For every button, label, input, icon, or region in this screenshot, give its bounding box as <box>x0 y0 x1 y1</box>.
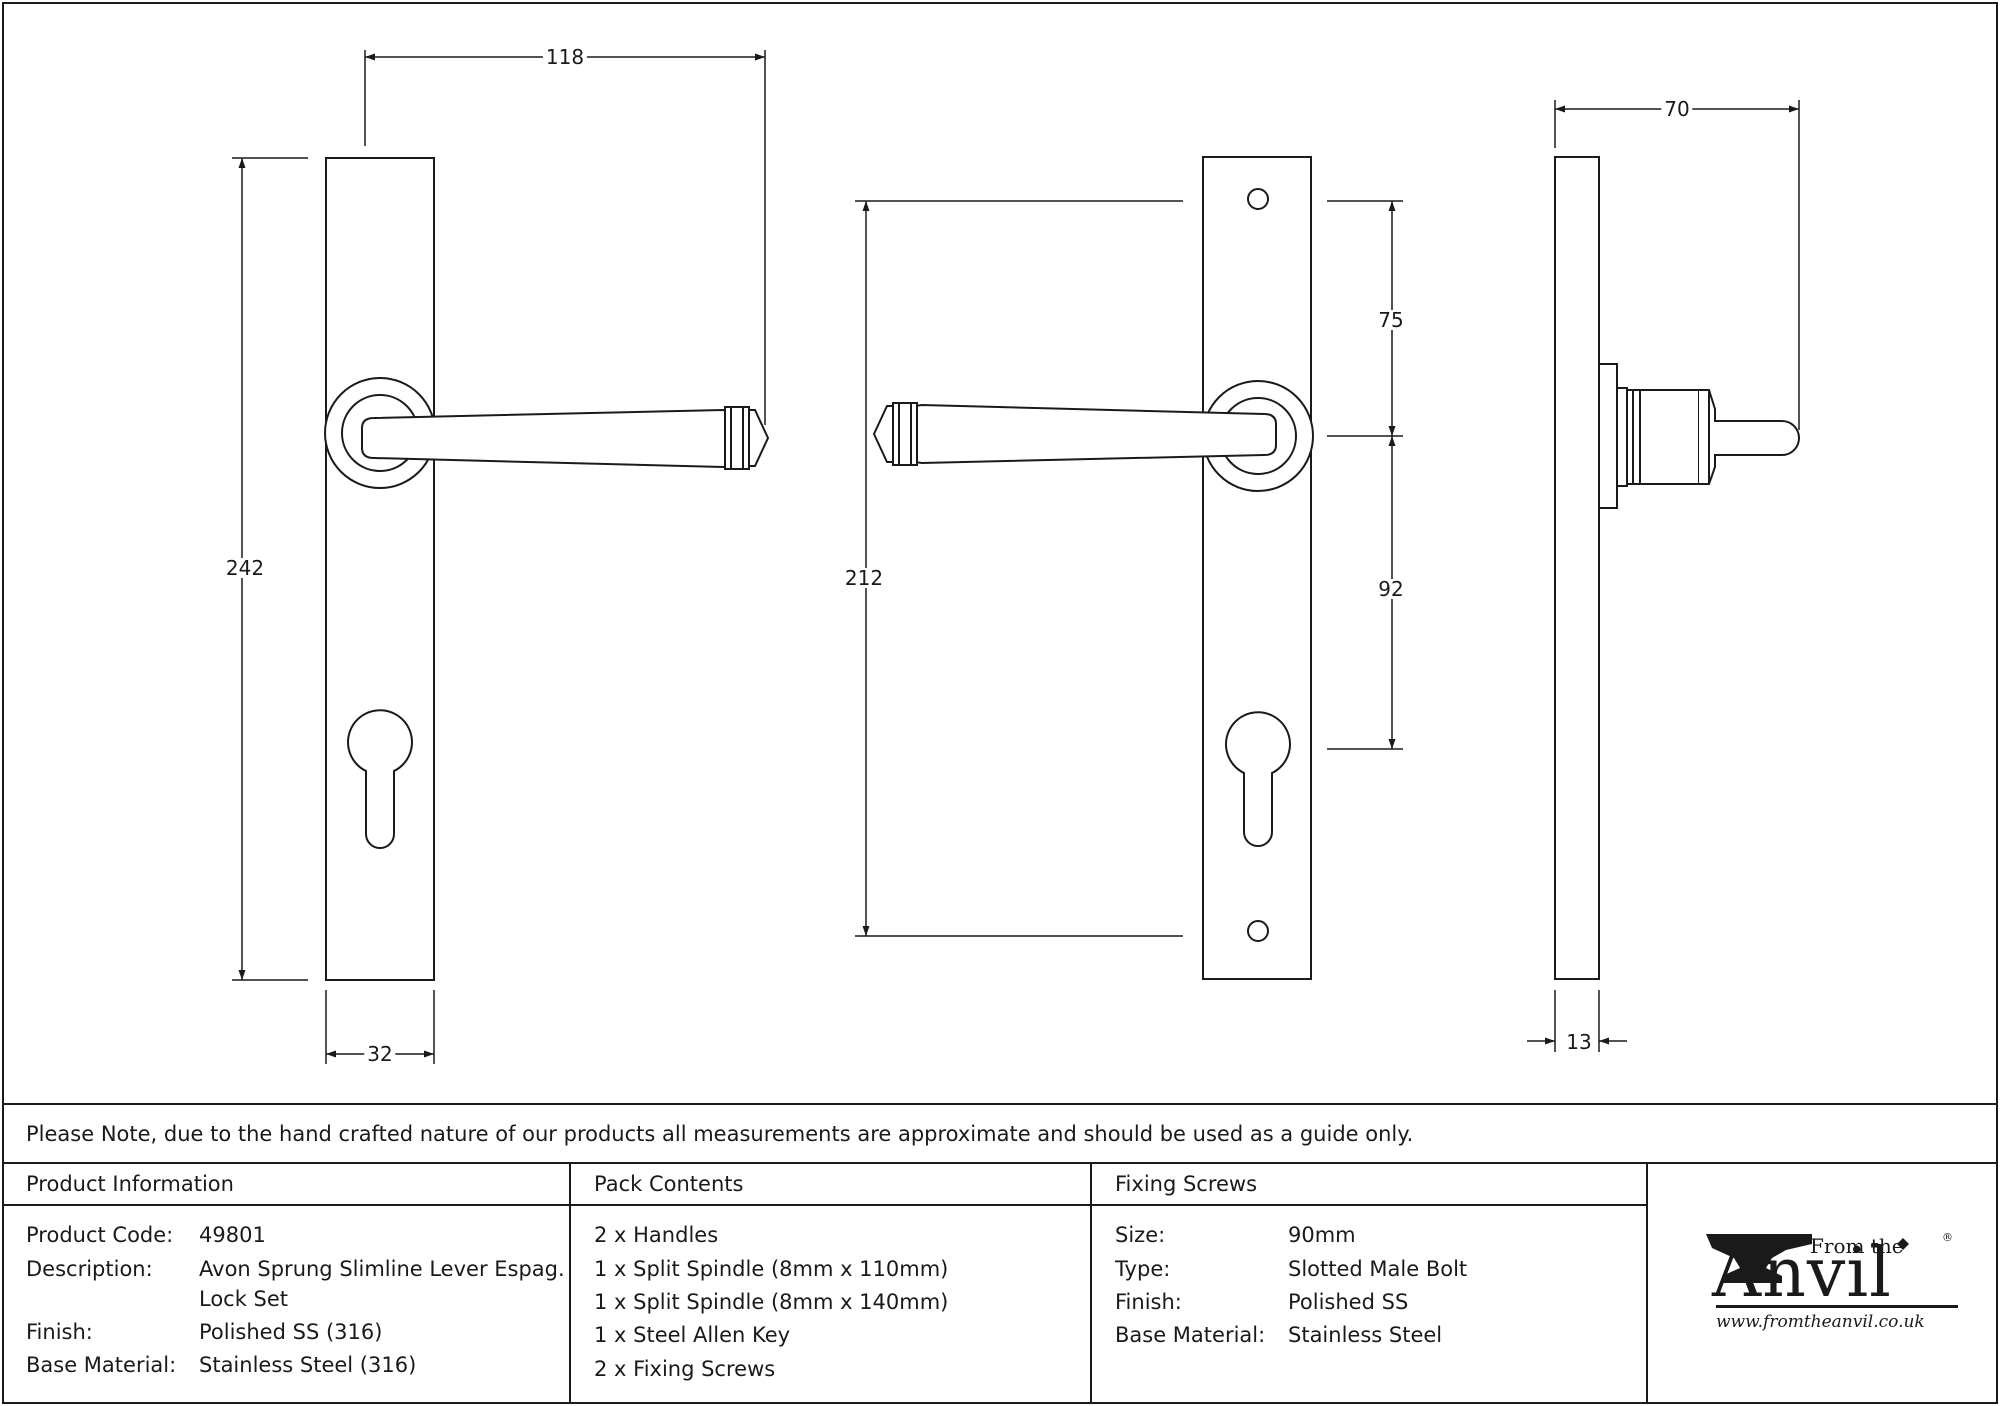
product-info-heading: Product Information <box>26 1172 234 1196</box>
product-code-label: Product Code: <box>26 1223 174 1247</box>
logo-registered-mark: ® <box>1942 1231 1953 1244</box>
lever-side <box>1699 389 1800 485</box>
screw-finish-label: Finish: <box>1115 1290 1182 1314</box>
front-view-left <box>324 157 770 981</box>
dim-label-13: 13 <box>1563 1032 1595 1052</box>
finish-value: Polished SS (316) <box>199 1320 383 1344</box>
collar-side <box>1616 387 1628 487</box>
fixing-screws-heading: Fixing Screws <box>1115 1172 1258 1196</box>
backplate-left <box>325 157 435 981</box>
dim-label-118: 118 <box>542 47 588 67</box>
rose-side <box>1598 363 1618 509</box>
lever-tip-middle <box>872 405 894 463</box>
logo-brand: Anvil <box>1712 1234 1892 1313</box>
screw-finish-value: Polished SS <box>1288 1290 1409 1314</box>
pack-item: 2 x Fixing Screws <box>594 1357 776 1381</box>
front-view-middle <box>872 156 1314 980</box>
base-material-label: Base Material: <box>26 1353 177 1377</box>
base-material-value: Stainless Steel (316) <box>199 1353 417 1377</box>
lever-tip-left <box>748 409 770 467</box>
logo-underline <box>1716 1305 1958 1308</box>
finish-label: Finish: <box>26 1320 93 1344</box>
dim-label-242: 242 <box>222 558 268 578</box>
screw-type-label: Type: <box>1115 1257 1171 1281</box>
backplate-side <box>1554 156 1600 980</box>
screw-material-value: Stainless Steel <box>1288 1323 1443 1347</box>
measurement-note: Please Note, due to the hand crafted nat… <box>26 1122 1414 1146</box>
keyhole-middle <box>1225 711 1291 847</box>
screw-hole-top <box>1247 188 1269 210</box>
pack-item: 1 x Split Spindle (8mm x 140mm) <box>594 1290 949 1314</box>
screw-hole-bottom <box>1247 920 1269 942</box>
lever-collar-middle <box>892 402 918 466</box>
logo-url: www.fromtheanvil.co.uk <box>1716 1312 1925 1332</box>
dim-label-92: 92 <box>1375 579 1407 599</box>
pack-item: 2 x Handles <box>594 1223 719 1247</box>
pack-item: 1 x Steel Allen Key <box>594 1323 791 1347</box>
description-value: Avon Sprung Slimline Lever Espag. <box>199 1257 565 1281</box>
pack-item: 1 x Split Spindle (8mm x 110mm) <box>594 1257 949 1281</box>
lever-collar-left <box>724 406 750 470</box>
logo-diamond <box>1897 1238 1909 1250</box>
keyhole-left <box>347 709 413 849</box>
dim-label-212: 212 <box>841 568 887 588</box>
dim-label-32: 32 <box>364 1044 396 1064</box>
anvil-icon <box>1706 1234 1812 1283</box>
backplate-middle <box>1202 156 1312 980</box>
logo-from-the: From the <box>1810 1234 1904 1258</box>
screw-size-label: Size: <box>1115 1223 1166 1247</box>
dim-label-70: 70 <box>1661 99 1693 119</box>
description-value-line2: Lock Set <box>199 1287 289 1311</box>
dim-label-75: 75 <box>1375 310 1407 330</box>
screw-size-value: 90mm <box>1288 1223 1356 1247</box>
description-label: Description: <box>26 1257 153 1281</box>
lever-middle <box>914 403 1277 465</box>
screw-material-label: Base Material: <box>1115 1323 1266 1347</box>
side-view <box>1554 156 1800 980</box>
anvil-logo-graphic <box>1706 1234 1958 1308</box>
barrel-side <box>1626 389 1700 485</box>
lever-left <box>361 408 730 469</box>
pack-contents-heading: Pack Contents <box>594 1172 744 1196</box>
screw-type-value: Slotted Male Bolt <box>1288 1257 1468 1281</box>
product-code-value: 49801 <box>199 1223 266 1247</box>
